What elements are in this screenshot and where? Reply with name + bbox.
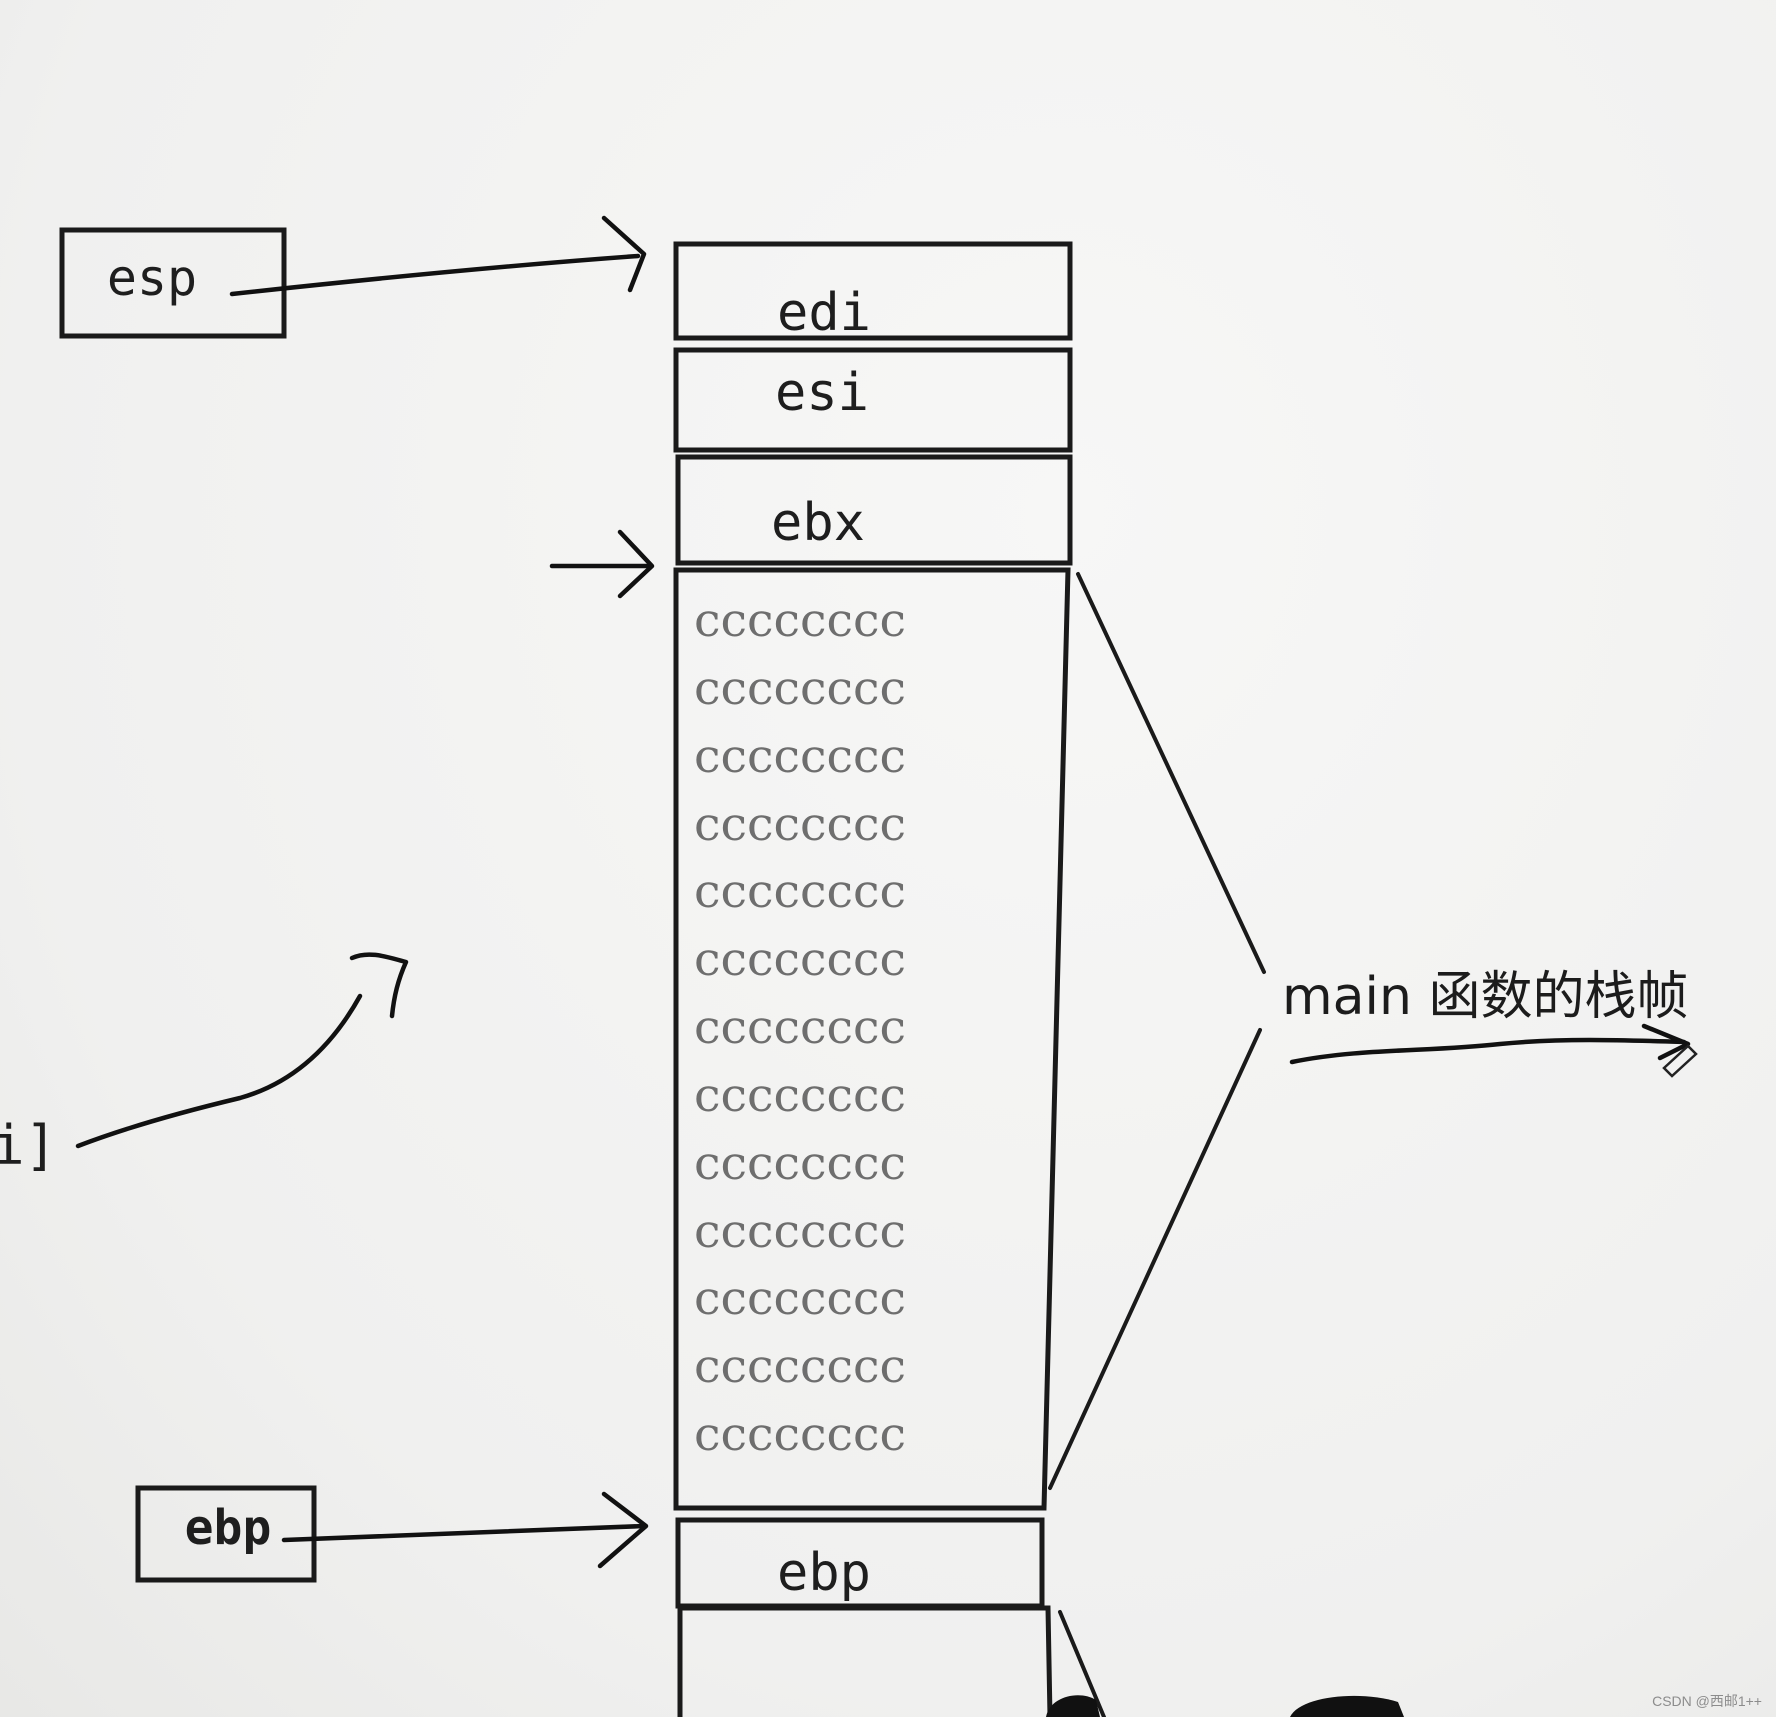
esp-arrow-shaft: [229, 253, 641, 297]
local-variable-region-box: [673, 567, 1071, 1511]
handwritten-label-arrow-head-icon: [1641, 1023, 1691, 1061]
local-variable-region: cccccccc cccccccc cccccccc cccccccc cccccccc…: [673, 567, 1071, 1511]
handwritten-label-arrow: [1289, 1023, 1698, 1078]
ebp-arrow-head-icon: [597, 1491, 649, 1569]
stack-cell-ebx-label: ebx: [771, 493, 865, 553]
fill-pattern-row: cccccccc: [694, 1407, 906, 1461]
fill-pattern-row: cccccccc: [694, 864, 906, 918]
stack-cell-edi-label: edi: [777, 283, 871, 343]
fill-pattern-row: cccccccc: [694, 1271, 906, 1325]
handwritten-label-arrow-shaft: [1289, 1037, 1687, 1065]
stack-cell-below-bracket-line: [1058, 1610, 1106, 1717]
frame-bracket-upper-line: [1076, 572, 1266, 974]
stack-cell-saved-ebp: ebp: [675, 1517, 1045, 1609]
ebp-arrow-shaft: [281, 1523, 647, 1543]
stack-cell-below: [677, 1605, 1404, 1717]
fill-pattern-row: cccccccc: [694, 1068, 906, 1122]
fill-pattern-row: cccccccc: [694, 1204, 906, 1258]
ebp-arrow: [281, 1491, 649, 1569]
stack-cell-edi-box: [673, 241, 1073, 341]
fill-pattern-rows: cccccccc cccccccc cccccccc cccccccc cccccccc…: [694, 593, 906, 1461]
handwritten-curved-arrow-shaft: [75, 993, 363, 1149]
handwritten-curved-arrow-head-icon: [349, 952, 409, 1019]
dark-blob-left: [1046, 1695, 1100, 1717]
pencil-icon: [1662, 1044, 1698, 1078]
frame-bracket-lower-line: [1048, 1028, 1262, 1490]
esp-register-label: esp: [107, 249, 197, 307]
esp-arrow-head-icon: [601, 215, 647, 293]
ebp-register: ebp: [135, 1485, 317, 1583]
dark-blob-right: [1290, 1695, 1404, 1717]
stack-cell-ebx: ebx: [675, 454, 1073, 566]
stack-cell-below-box: [677, 1605, 1053, 1717]
stack-cell-esi-label: esi: [775, 363, 869, 423]
fill-pattern-row: cccccccc: [694, 1000, 906, 1054]
ebp-register-label: ebp: [185, 1500, 272, 1556]
handwritten-curved-arrow: [75, 952, 409, 1149]
fill-pattern-row: cccccccc: [694, 932, 906, 986]
fill-pattern-row: cccccccc: [694, 729, 906, 783]
esp-register-box: [59, 227, 287, 339]
stack-cell-esi: esi: [673, 347, 1073, 453]
stack-cell-saved-ebp-label: ebp: [777, 1543, 871, 1603]
main-stack-frame-label: main 函数的栈帧: [1282, 967, 1688, 1027]
fill-pattern-row: cccccccc: [694, 797, 906, 851]
ebp-register-box: [135, 1485, 317, 1583]
partial-left-text: i]: [0, 1114, 57, 1177]
fill-pattern-row: cccccccc: [694, 593, 906, 647]
esp-arrow: [229, 215, 647, 297]
fill-pattern-row: cccccccc: [694, 661, 906, 715]
csdn-watermark: CSDN @西邮1++: [1652, 1693, 1762, 1709]
stack-cell-esi-box: [673, 347, 1073, 453]
ebx-pointer-arrow-head-icon: [617, 529, 655, 599]
frame-bracket: [1048, 572, 1266, 1490]
fill-pattern-row: cccccccc: [694, 1339, 906, 1393]
esp-register: esp: [59, 227, 287, 339]
stack-cell-ebx-box: [675, 454, 1073, 566]
stack-cell-edi: edi: [673, 241, 1073, 343]
ebx-pointer-arrow: [549, 529, 655, 599]
fill-pattern-row: cccccccc: [694, 1136, 906, 1190]
